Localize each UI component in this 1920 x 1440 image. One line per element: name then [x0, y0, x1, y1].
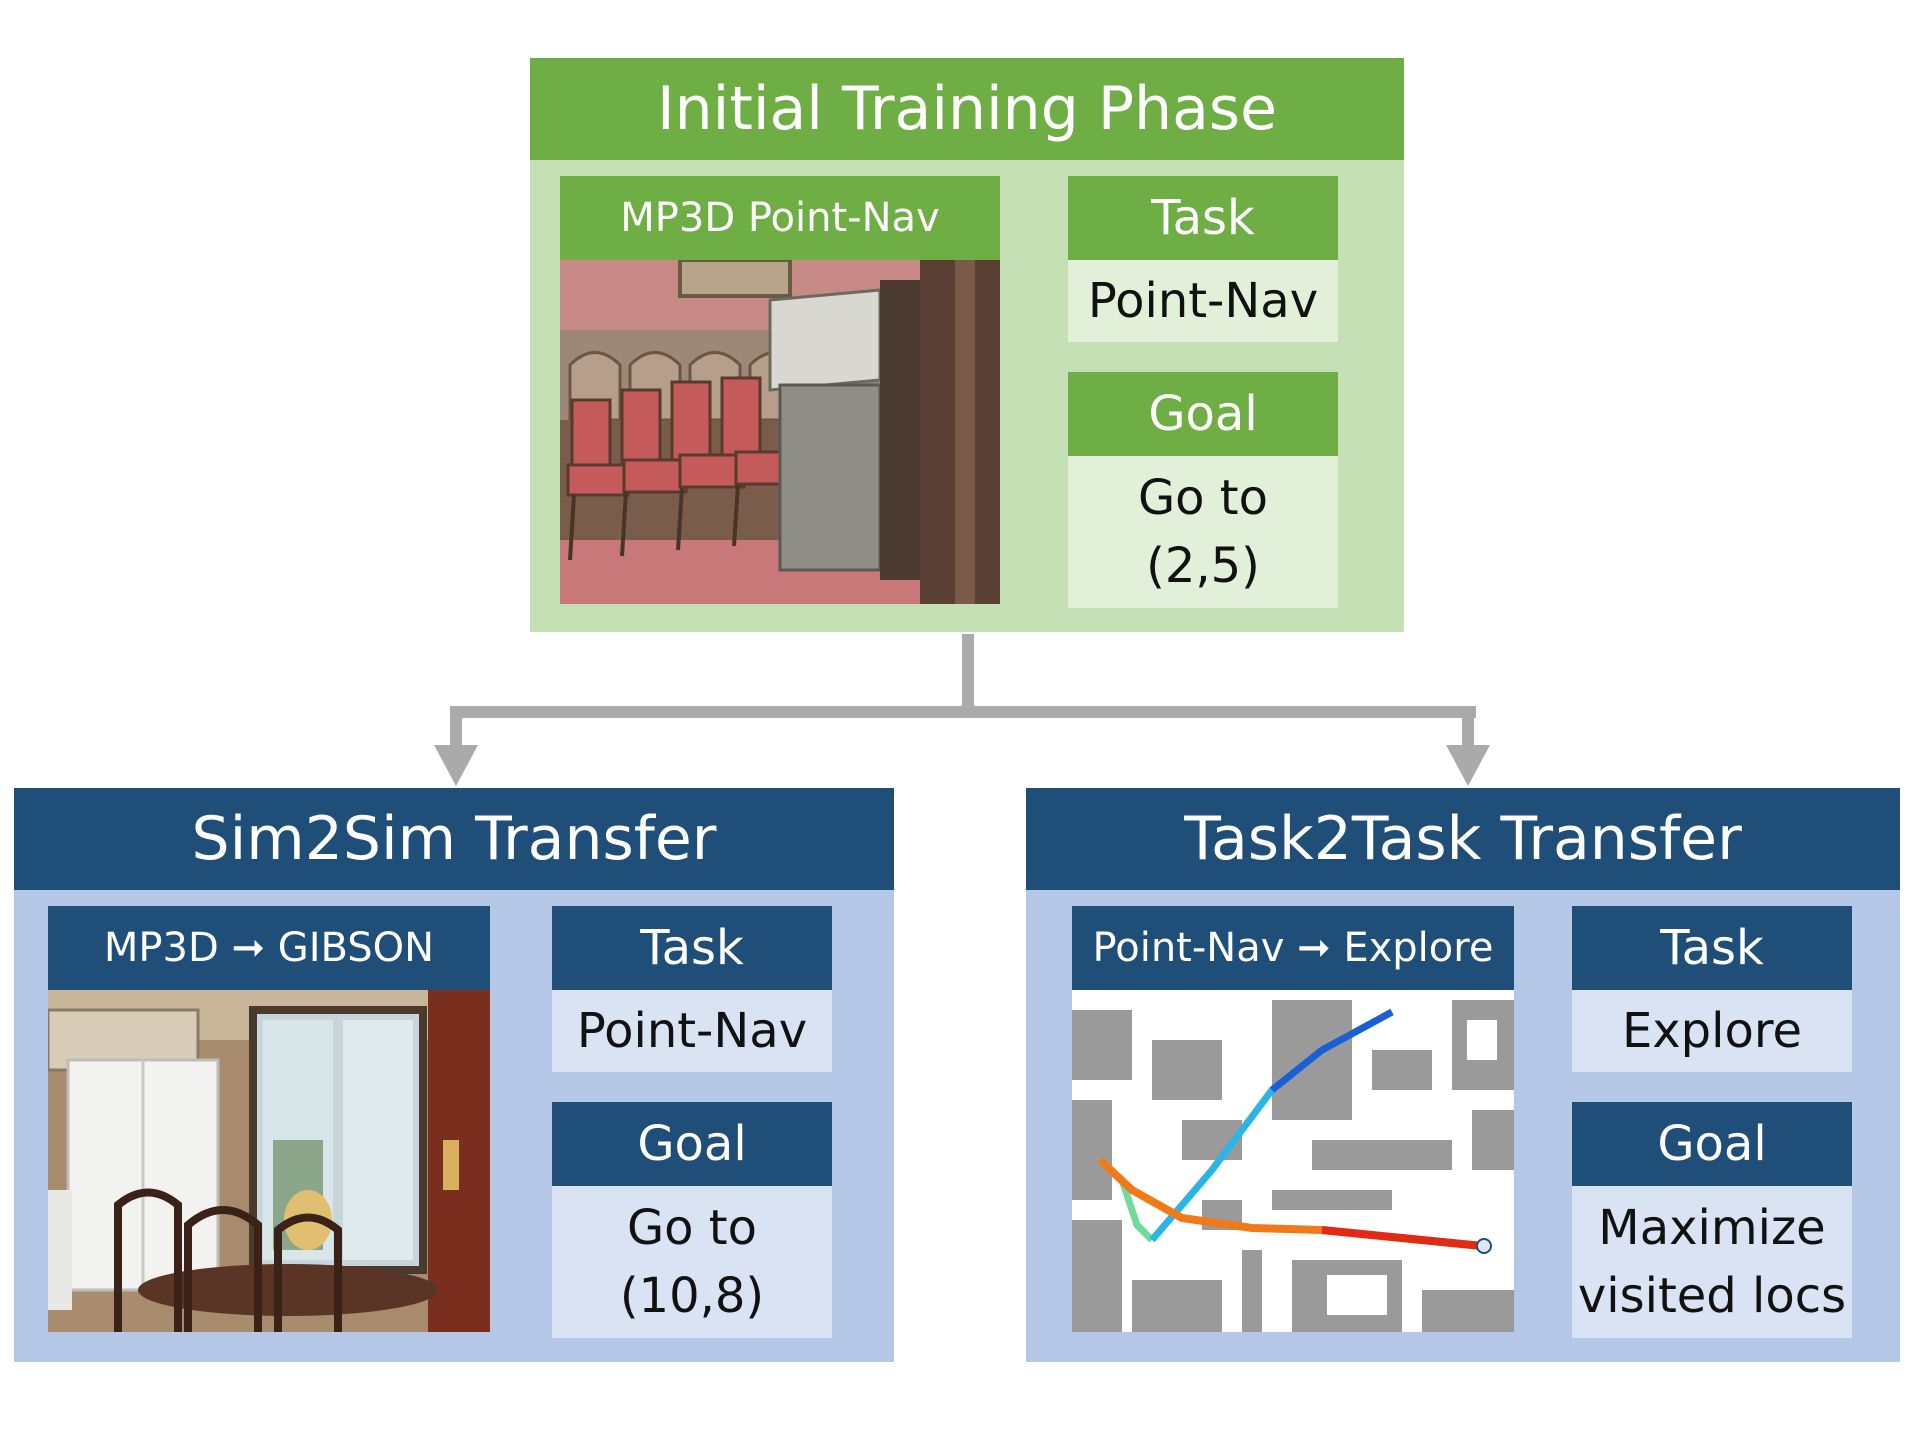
gibson-thumbnail: MP3D ➞ GIBSON — [48, 906, 490, 1332]
thumbnail-label: MP3D Point-Nav — [560, 176, 1000, 260]
task2task-panel: Task2Task Transfer Point-Nav ➞ Explore — [1026, 788, 1900, 1362]
goal-box: Goal Go to (10,8) — [552, 1102, 832, 1338]
goal-label: Goal — [1572, 1102, 1852, 1186]
goal-value: Go to (2,5) — [1068, 456, 1338, 608]
task-box: Task Point-Nav — [552, 906, 832, 1072]
task-value: Explore — [1572, 990, 1852, 1072]
goal-label: Goal — [1068, 372, 1338, 456]
explore-map-thumbnail: Point-Nav ➞ Explore — [1072, 906, 1514, 1332]
goal-value: Go to (10,8) — [552, 1186, 832, 1338]
task-label: Task — [1068, 176, 1338, 260]
mp3d-room-image — [560, 260, 1000, 604]
initial-training-panel: Initial Training Phase MP3D Point-Nav — [530, 58, 1404, 632]
task-box: Task Point-Nav — [1068, 176, 1338, 342]
mp3d-thumbnail: MP3D Point-Nav — [560, 176, 1000, 604]
panel-title: Sim2Sim Transfer — [14, 788, 894, 890]
arrow-head-left — [434, 745, 478, 786]
goal-box: Goal Maximize visited locs — [1572, 1102, 1852, 1338]
goal-value: Maximize visited locs — [1572, 1186, 1852, 1338]
thumbnail-label: MP3D ➞ GIBSON — [48, 906, 490, 990]
task-value: Point-Nav — [552, 990, 832, 1072]
arrow-head-right — [1446, 745, 1490, 786]
goal-label: Goal — [552, 1102, 832, 1186]
gibson-kitchen-image — [48, 990, 490, 1332]
panel-title: Task2Task Transfer — [1026, 788, 1900, 890]
sim2sim-panel: Sim2Sim Transfer MP3D ➞ GIBSON — [14, 788, 894, 1362]
task-box: Task Explore — [1572, 906, 1852, 1072]
task-value: Point-Nav — [1068, 260, 1338, 342]
task-label: Task — [552, 906, 832, 990]
exploration-map-image — [1072, 990, 1514, 1332]
goal-box: Goal Go to (2,5) — [1068, 372, 1338, 608]
panel-title: Initial Training Phase — [530, 58, 1404, 160]
task-label: Task — [1572, 906, 1852, 990]
thumbnail-label: Point-Nav ➞ Explore — [1072, 906, 1514, 990]
